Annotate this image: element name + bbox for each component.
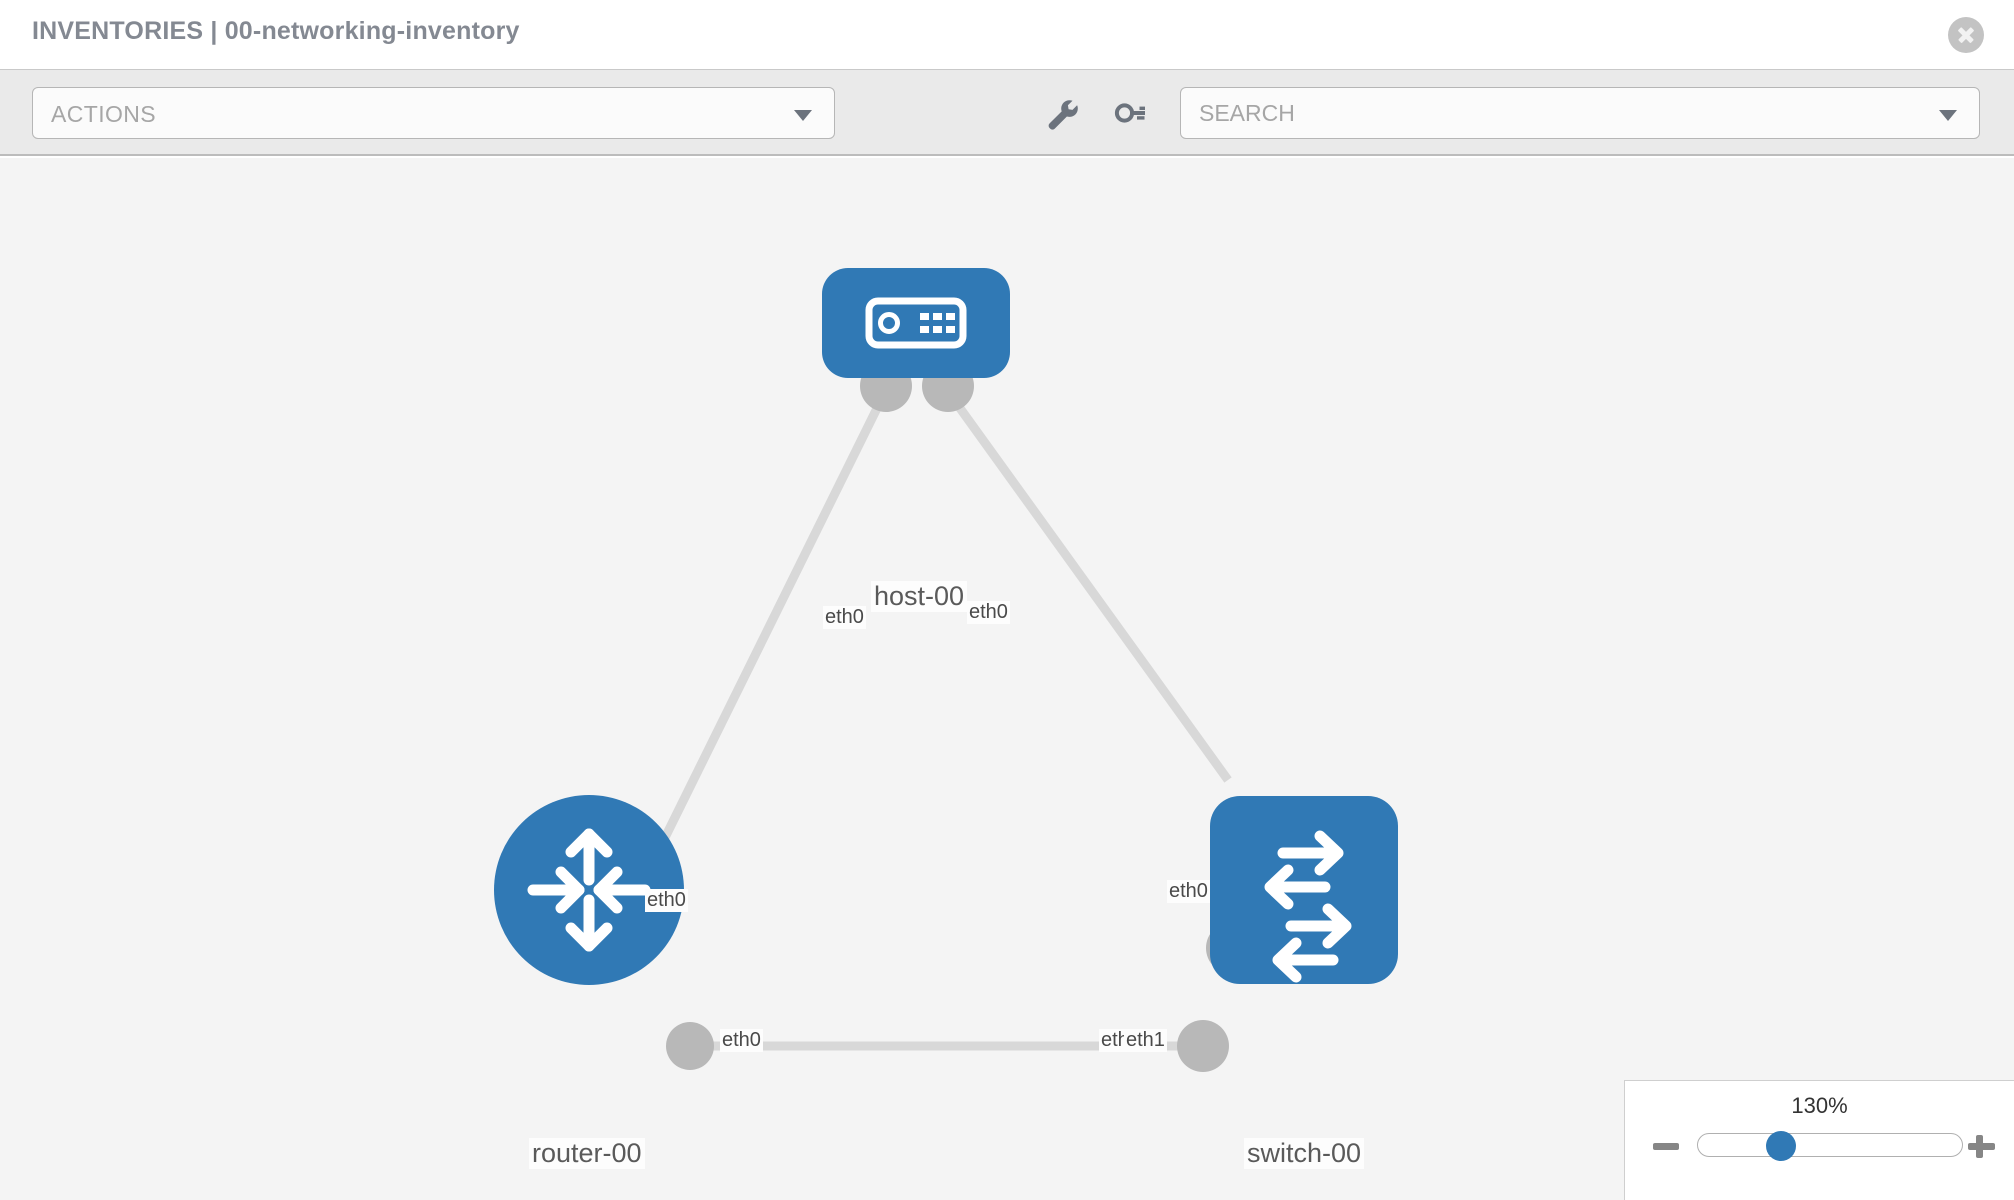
iface-label-switch00-west-b: eth1 [1124, 1029, 1167, 1052]
page-title: INVENTORIES | 00-networking-inventory [32, 17, 520, 45]
connector-router00-east[interactable] [666, 1022, 714, 1070]
node-label-switch-00: switch-00 [1244, 1138, 1365, 1169]
server-icon [865, 297, 967, 349]
node-switch-00[interactable] [1210, 796, 1398, 984]
edge-host00-switch00[interactable] [940, 383, 1232, 783]
toolbar: ACTIONS [0, 70, 2014, 156]
topology-edges [645, 383, 1232, 1051]
iface-label-host00-right: eth0 [967, 601, 1010, 624]
iface-label-switch00-north: eth0 [1167, 880, 1210, 903]
iface-label-router00-east: eth0 [720, 1029, 763, 1052]
actions-dropdown[interactable]: ACTIONS [32, 87, 835, 139]
actions-dropdown-label: ACTIONS [51, 101, 157, 127]
iface-label-router00-north: eth0 [645, 889, 688, 912]
node-router-00[interactable] [494, 795, 684, 985]
search-field-wrapper [1180, 87, 1980, 139]
chevron-down-icon[interactable] [1939, 110, 1957, 121]
switch-arrows-icon [1264, 830, 1352, 983]
zoom-control-panel: 130% [1624, 1080, 2014, 1200]
chevron-down-icon [794, 110, 812, 121]
edge-host00-router00[interactable] [645, 384, 893, 870]
minus-icon[interactable] [1651, 1131, 1681, 1161]
node-label-host-00: host-00 [871, 581, 968, 612]
wrench-icon[interactable] [1046, 98, 1080, 132]
search-input[interactable] [1199, 88, 1899, 138]
router-00-body[interactable] [494, 795, 684, 985]
host-00-body[interactable] [822, 268, 1010, 378]
connector-switch00-west[interactable] [1177, 1020, 1229, 1072]
page-header: INVENTORIES | 00-networking-inventory [0, 0, 2014, 70]
zoom-level-value: 130% [1791, 1093, 1848, 1118]
zoom-slider-thumb[interactable] [1766, 1131, 1796, 1161]
key-icon[interactable] [1113, 98, 1147, 132]
topology-graph [494, 268, 1398, 1072]
plus-icon[interactable] [1966, 1131, 1996, 1161]
close-icon[interactable] [1948, 17, 1984, 53]
node-host-00[interactable] [822, 268, 1010, 378]
zoom-slider[interactable] [1697, 1133, 1963, 1157]
node-label-router-00: router-00 [529, 1138, 645, 1169]
iface-label-host00-left: eth0 [823, 606, 866, 629]
topology-canvas[interactable]: host-00 router-00 switch-00 eth0 eth0 et… [0, 158, 2014, 1200]
router-arrows-icon [527, 828, 651, 952]
topology-connectors [666, 360, 1258, 1072]
